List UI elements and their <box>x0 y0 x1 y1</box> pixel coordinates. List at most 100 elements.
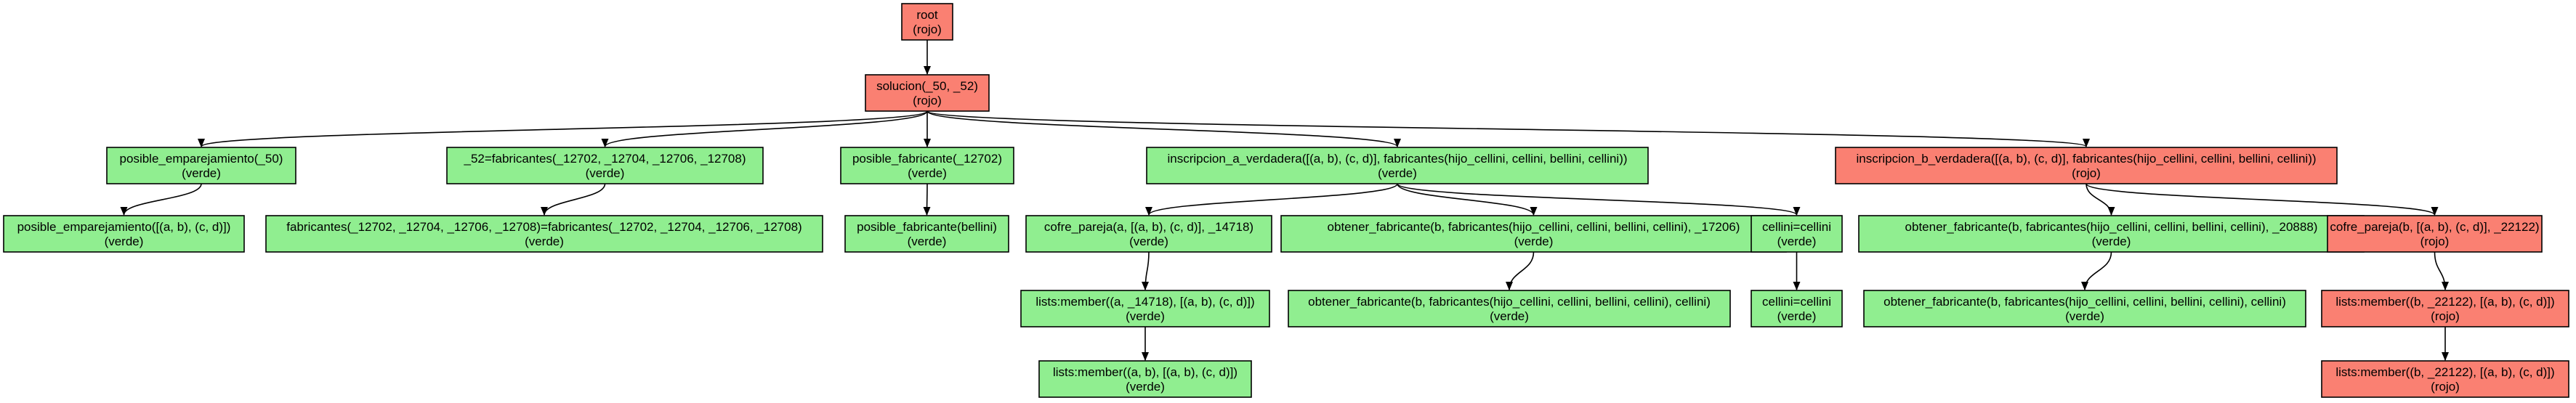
node-box-obtener-b-cellini-2 <box>1863 290 2306 327</box>
node-box-cofre-a <box>1025 215 1272 253</box>
node-status-member-a-14718: (verde) <box>1126 309 1165 323</box>
node-label-fabricantes-eq: fabricantes(_12702, _12704, _12706, _127… <box>286 220 802 234</box>
node-status-solucion: (rojo) <box>913 94 942 107</box>
node-status-cofre-a: (verde) <box>1129 235 1168 248</box>
node-label-obtener-b-cellini-2: obtener_fabricante(b, fabricantes(hijo_c… <box>1883 295 2286 309</box>
node-cellini-2: cellini=cellini(verde) <box>1751 290 1843 327</box>
node-member-b-22122-1: lists:member((b, _22122), [(a, b), (c, d… <box>2321 290 2569 327</box>
node-label-obtener-b-17206: obtener_fabricante(b, fabricantes(hijo_c… <box>1328 220 1740 234</box>
node-member-b-22122-2: lists:member((b, _22122), [(a, b), (c, d… <box>2321 360 2569 398</box>
node-box-posible-emparejamiento-2 <box>3 215 245 253</box>
node-box-cofre-b <box>2327 215 2543 253</box>
node-label-solucion: solucion(_50, _52) <box>876 79 978 93</box>
node-label-member-b-22122-2: lists:member((b, _22122), [(a, b), (c, d… <box>2335 365 2554 379</box>
node-label-posible-emparejamiento-2: posible_emparejamiento([(a, b), (c, d)]) <box>17 220 231 234</box>
node-box-posible-fabricante <box>840 147 1014 184</box>
edge-solucion-to-eq52 <box>601 110 928 147</box>
node-cellini-1: cellini=cellini(verde) <box>1751 215 1843 253</box>
node-fabricantes-eq: fabricantes(_12702, _12704, _12706, _127… <box>265 215 823 253</box>
node-label-obtener-b-cellini-1: obtener_fabricante(b, fabricantes(hijo_c… <box>1308 295 1711 309</box>
node-obtener-b-17206: obtener_fabricante(b, fabricantes(hijo_c… <box>1280 215 1787 253</box>
edge-cofre-b-to-member-b-22122-1 <box>2434 251 2449 290</box>
node-obtener-b-cellini-2: obtener_fabricante(b, fabricantes(hijo_c… <box>1863 290 2306 327</box>
node-status-fabricantes-eq: (verde) <box>525 235 564 248</box>
node-box-member-a-14718 <box>1020 290 1270 327</box>
node-status-obtener-b-17206: (verde) <box>1514 235 1554 248</box>
node-label-eq52: _52=fabricantes(_12702, _12704, _12706, … <box>463 152 746 166</box>
node-cofre-a: cofre_pareja(a, [(a, b), (c, d)], _14718… <box>1025 215 1272 253</box>
node-status-obtener-b-cellini-1: (verde) <box>1490 309 1529 323</box>
node-obtener-b-20888: obtener_fabricante(b, fabricantes(hijo_c… <box>1858 215 2365 253</box>
edge-obtener-b-20888-to-obtener-b-cellini-2 <box>2081 251 2112 290</box>
node-box-root <box>901 3 953 41</box>
node-status-member-b-22122-2: (rojo) <box>2431 380 2460 394</box>
node-status-root: (rojo) <box>913 23 942 36</box>
edge-cofre-a-to-member-a-14718 <box>1142 251 1150 290</box>
node-status-obtener-b-20888: (verde) <box>2092 235 2131 248</box>
edge-solucion-to-posible-emparejamiento <box>198 110 928 147</box>
node-inscripcion-b: inscripcion_b_verdadera([(a, b), (c, d)]… <box>1835 147 2338 184</box>
node-status-posible-emparejamiento-2: (verde) <box>105 235 144 248</box>
node-label-cellini-2: cellini=cellini <box>1762 295 1831 309</box>
node-posible-emparejamiento-2: posible_emparejamiento([(a, b), (c, d)])… <box>3 215 245 253</box>
node-status-obtener-b-cellini-2: (verde) <box>2065 309 2104 323</box>
node-box-obtener-b-cellini-1 <box>1288 290 1731 327</box>
node-label-inscripcion-b: inscripcion_b_verdadera([(a, b), (c, d)]… <box>1856 152 2316 166</box>
node-box-eq52 <box>446 147 764 184</box>
node-status-posible-fabricante: (verde) <box>908 166 947 180</box>
node-posible-fabricante: posible_fabricante(_12702)(verde) <box>840 147 1014 184</box>
node-status-cellini-2: (verde) <box>1777 309 1817 323</box>
node-eq52: _52=fabricantes(_12702, _12704, _12706, … <box>446 147 764 184</box>
edge-inscripcion-b-to-obtener-b-20888 <box>2086 183 2115 216</box>
edge-inscripcion-a-to-cofre-a <box>1145 183 1398 216</box>
node-box-posible-emparejamiento <box>106 147 296 184</box>
nodes-layer: root(rojo)solucion(_50, _52)(rojo)posibl… <box>3 3 2569 398</box>
node-box-member-b-22122-2 <box>2321 360 2569 398</box>
edge-solucion-to-inscripcion-b <box>926 110 2090 147</box>
node-box-posible-fabricante-bellini <box>844 215 1009 253</box>
edge-solucion-to-inscripcion-a <box>926 110 1401 147</box>
node-label-posible-fabricante: posible_fabricante(_12702) <box>852 152 1002 166</box>
node-box-inscripcion-a <box>1146 147 1649 184</box>
node-box-solucion <box>865 74 990 112</box>
node-member-a-14718: lists:member((a, _14718), [(a, b), (c, d… <box>1020 290 1270 327</box>
node-box-obtener-b-20888 <box>1858 215 2365 253</box>
node-status-inscripcion-a: (verde) <box>1378 166 1417 180</box>
edge-inscripcion-a-to-obtener-b-17206 <box>1397 183 1538 216</box>
edge-obtener-b-17206-to-obtener-b-cellini-1 <box>1506 251 1535 290</box>
node-label-cofre-a: cofre_pareja(a, [(a, b), (c, d)], _14718… <box>1044 220 1253 234</box>
node-label-cofre-b: cofre_pareja(b, [(a, b), (c, d)], _22122… <box>2330 220 2539 234</box>
node-label-member-b-22122-1: lists:member((b, _22122), [(a, b), (c, d… <box>2335 295 2554 309</box>
node-cofre-b: cofre_pareja(b, [(a, b), (c, d)], _22122… <box>2327 215 2543 253</box>
node-status-member-a-b: (verde) <box>1126 380 1165 394</box>
node-status-cellini-1: (verde) <box>1777 235 1817 248</box>
edge-posible-emparejamiento-to-posible-emparejamiento-2 <box>120 183 202 216</box>
node-label-inscripcion-a: inscripcion_a_verdadera([(a, b), (c, d)]… <box>1167 152 1627 166</box>
node-posible-emparejamiento: posible_emparejamiento(_50)(verde) <box>106 147 296 184</box>
edge-posible-fabricante-to-posible-fabricante-bellini <box>923 183 931 216</box>
node-box-member-b-22122-1 <box>2321 290 2569 327</box>
node-status-member-b-22122-1: (rojo) <box>2431 309 2460 323</box>
node-label-member-a-14718: lists:member((a, _14718), [(a, b), (c, d… <box>1035 295 1254 309</box>
node-label-root: root <box>916 8 938 22</box>
edge-inscripcion-b-to-cofre-b <box>2086 183 2439 216</box>
node-label-member-a-b: lists:member((a, b), [(a, b), (c, d)]) <box>1053 365 1237 379</box>
node-member-a-b: lists:member((a, b), [(a, b), (c, d)])(v… <box>1038 360 1252 398</box>
node-obtener-b-cellini-1: obtener_fabricante(b, fabricantes(hijo_c… <box>1288 290 1731 327</box>
edge-eq52-to-fabricantes-eq <box>541 183 606 216</box>
edge-inscripcion-a-to-cellini-1 <box>1397 183 1801 216</box>
node-box-cellini-1 <box>1751 215 1843 253</box>
node-status-inscripcion-b: (rojo) <box>2072 166 2101 180</box>
node-inscripcion-a: inscripcion_a_verdadera([(a, b), (c, d)]… <box>1146 147 1649 184</box>
node-label-obtener-b-20888: obtener_fabricante(b, fabricantes(hijo_c… <box>1905 220 2318 234</box>
edges-layer <box>120 39 2449 361</box>
node-solucion: solucion(_50, _52)(rojo) <box>865 74 990 112</box>
node-label-posible-emparejamiento: posible_emparejamiento(_50) <box>120 152 283 166</box>
node-label-cellini-1: cellini=cellini <box>1762 220 1831 234</box>
node-root: root(rojo) <box>901 3 953 41</box>
node-box-obtener-b-17206 <box>1280 215 1787 253</box>
node-status-cofre-b: (rojo) <box>2420 235 2450 248</box>
node-posible-fabricante-bellini: posible_fabricante(bellini)(verde) <box>844 215 1009 253</box>
node-box-member-a-b <box>1038 360 1252 398</box>
